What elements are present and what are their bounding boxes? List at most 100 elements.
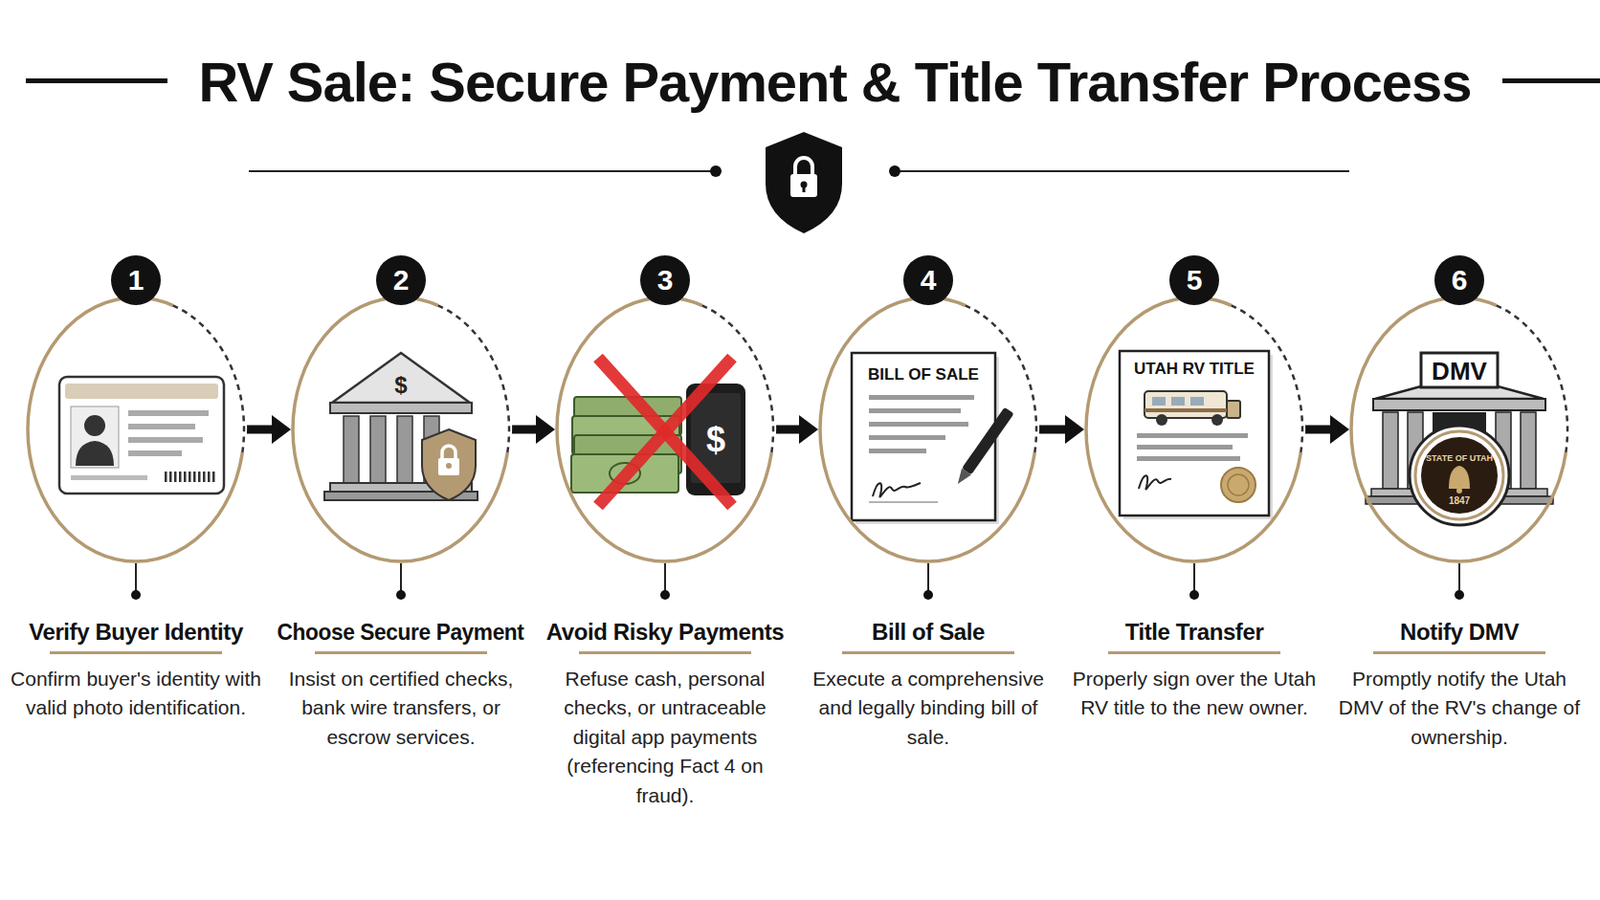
icon-part <box>330 402 472 414</box>
icon-part <box>1502 78 1600 84</box>
arrow-head <box>271 415 291 445</box>
arrow-head <box>535 415 556 445</box>
dmv-building-icon <box>1365 353 1554 526</box>
step-description: Execute a comprehensive and legally bind… <box>802 665 1054 753</box>
oval-dash <box>1231 305 1303 453</box>
icon-part <box>1144 391 1227 419</box>
arrow-shaft <box>1304 425 1333 435</box>
icon-part <box>84 415 106 437</box>
oval-outline <box>818 295 1039 602</box>
leader-line <box>1193 563 1196 593</box>
arrow-head <box>1065 415 1085 445</box>
icon-part <box>790 174 818 198</box>
oval-outline <box>1084 295 1305 602</box>
oval-dash <box>438 305 510 453</box>
icon-part <box>868 408 961 414</box>
icon-label: STATE OF UTAH <box>1425 453 1493 464</box>
rv-title-icon <box>1119 351 1273 520</box>
icon-part <box>598 357 733 507</box>
step-description: Promptly notify the Utah DMV of the RV's… <box>1333 665 1585 753</box>
icon-part <box>1448 466 1470 489</box>
oval-ring <box>556 297 774 562</box>
icon-part <box>1155 414 1168 426</box>
icon-part <box>795 157 813 175</box>
arrow-shaft <box>775 425 801 435</box>
step-heading: Choose Secure Payment <box>277 619 525 646</box>
icon-part <box>1221 467 1256 503</box>
icon-part <box>164 471 217 483</box>
heading-underline <box>1108 651 1281 655</box>
flow-arrow <box>511 415 556 445</box>
icon-part <box>422 429 476 501</box>
icon-part <box>868 501 938 504</box>
icon-part <box>1144 391 1241 426</box>
step-oval: 3Avoid Risky PaymentsRefuse cash, person… <box>555 295 776 564</box>
step-description: Confirm buyer's identity with valid phot… <box>10 665 262 724</box>
leader-dot <box>1454 590 1465 600</box>
icon-label: 1847 <box>1448 495 1470 507</box>
icon-part <box>1415 431 1504 520</box>
heading-underline <box>1373 651 1546 655</box>
icon-part <box>868 448 927 454</box>
icon-label: BILL OF SALE <box>867 365 979 385</box>
step-oval: 6Notify DMVPromptly notify the Utah DMV … <box>1349 295 1570 564</box>
icon-part <box>1144 408 1227 413</box>
icon-part <box>1409 425 1510 526</box>
step-heading: Title Transfer <box>1125 619 1265 646</box>
icon-part <box>1226 400 1241 419</box>
icon-part <box>1119 351 1269 516</box>
leader-dot <box>660 590 670 600</box>
oval-dash <box>173 305 245 453</box>
icon-part <box>868 435 946 441</box>
oval-outline <box>25 295 246 602</box>
heading-underline <box>578 651 752 655</box>
icon-part <box>1171 397 1185 406</box>
icon-part <box>868 422 969 427</box>
icon-part <box>1152 397 1166 406</box>
step-number: 2 <box>376 255 426 306</box>
step-oval: 2Choose Secure PaymentInsist on certifie… <box>290 295 512 564</box>
flow-arrow <box>1038 415 1085 445</box>
oval-outline <box>290 295 512 602</box>
oval-gap <box>438 305 510 453</box>
bank-icon <box>324 353 478 501</box>
step-number: 3 <box>640 255 690 306</box>
icon-part <box>953 468 972 489</box>
icon-part <box>332 353 470 403</box>
oval-gap <box>173 305 245 453</box>
oval-ring <box>292 297 510 562</box>
oval-outline <box>1349 295 1570 602</box>
icon-part <box>1136 456 1241 462</box>
step-heading: Bill of Sale <box>871 619 985 646</box>
icon-part <box>248 170 714 173</box>
leader-line <box>134 563 137 593</box>
icon-part <box>1421 353 1498 388</box>
icon-part <box>598 357 733 507</box>
icon-label: DMV <box>1431 356 1488 387</box>
heading-underline <box>49 651 223 655</box>
icon-part <box>343 416 359 484</box>
arrow-shaft <box>511 425 538 435</box>
risky-payment-icon <box>571 357 746 507</box>
icon-part <box>422 429 476 501</box>
leader-line <box>400 563 402 593</box>
flow-arrow <box>775 415 819 445</box>
step-number: 6 <box>1434 255 1485 306</box>
oval-dash <box>1496 305 1568 453</box>
arrow-head <box>1330 415 1350 445</box>
icon-part <box>1520 412 1536 489</box>
icon-part <box>128 423 196 430</box>
icon-part <box>70 406 119 468</box>
icon-part <box>1190 397 1204 406</box>
leader-dot <box>396 590 406 600</box>
icon-part <box>1138 475 1172 489</box>
icon-part <box>128 450 182 457</box>
icon-part <box>70 475 148 481</box>
icon-part <box>710 165 722 178</box>
step-heading: Verify Buyer Identity <box>28 619 244 646</box>
icon-part <box>851 353 996 521</box>
icon-part <box>128 410 209 417</box>
icon-part <box>128 437 203 444</box>
icon-part <box>961 407 1015 476</box>
icon-part <box>75 441 114 467</box>
